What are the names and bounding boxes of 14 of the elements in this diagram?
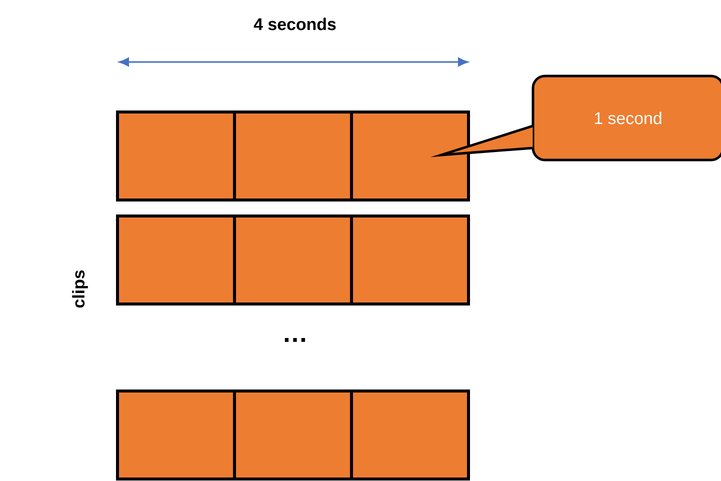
ellipsis: … [284,338,306,342]
callout-box: 1 second [430,74,721,162]
clip-segment-box [350,214,470,306]
clip-segment-box [350,110,470,202]
clip-segment-box [350,390,470,480]
dimension-text: 4 seconds [254,18,336,30]
clip-segment-box [116,110,236,202]
clip-segment-box [233,390,353,480]
clip-segment-box [233,110,353,202]
clip-segment-box [233,214,353,306]
node-label: 1 second [594,112,662,124]
clip-segment-box [116,214,236,306]
clip-segment-box [116,390,236,480]
axis-label: clips [72,270,88,308]
